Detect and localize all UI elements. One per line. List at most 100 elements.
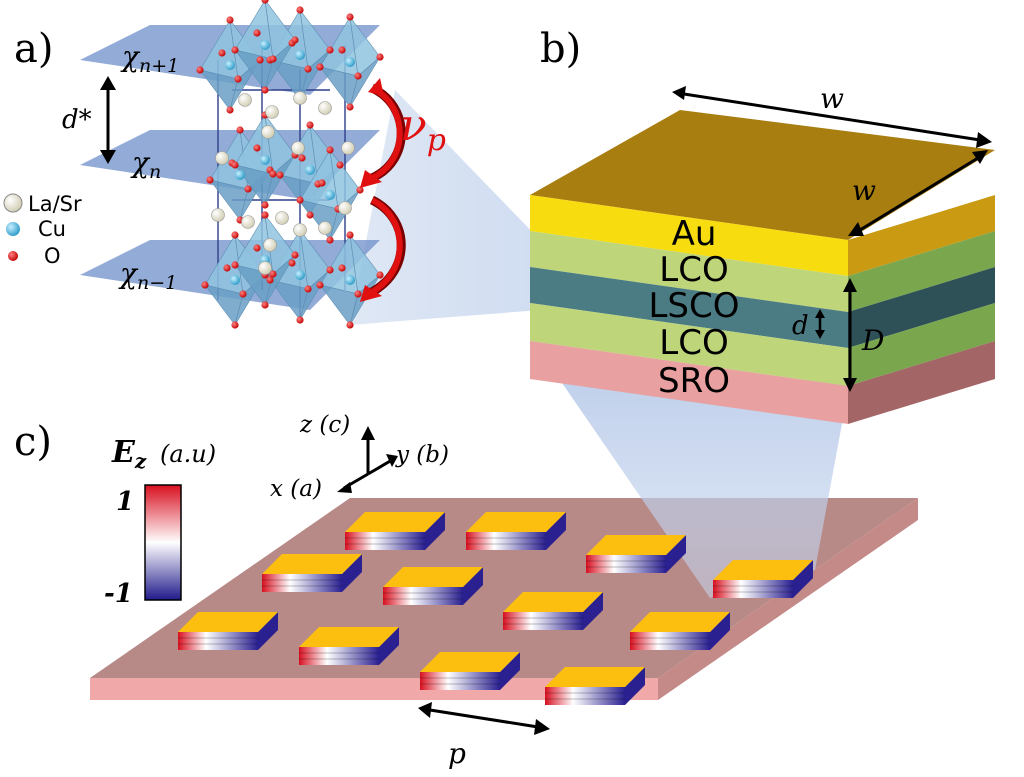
la-sr-legend-label: La/Sr bbox=[28, 192, 82, 216]
la-sr-atom bbox=[318, 101, 332, 115]
oxygen-atom bbox=[231, 231, 239, 239]
copper-atom bbox=[225, 60, 235, 70]
la-sr-atom bbox=[238, 93, 252, 107]
colorbar-units: (a.u) bbox=[160, 440, 216, 468]
oxygen-atom bbox=[346, 231, 354, 239]
pad-side-face bbox=[546, 512, 566, 550]
o-legend-label: O bbox=[44, 244, 61, 268]
oxygen-atom bbox=[338, 264, 346, 272]
oxygen-atom bbox=[346, 103, 354, 111]
thickness-label-lsco: d bbox=[792, 311, 809, 341]
pad-side-face bbox=[625, 667, 645, 705]
axis-x-label: x (a) bbox=[270, 476, 322, 502]
oxygen-atom bbox=[346, 13, 354, 21]
oxygen-atom bbox=[376, 53, 384, 61]
octahedron-face bbox=[349, 56, 381, 108]
stack-top-face bbox=[530, 110, 995, 240]
thickness-arrow-lsco bbox=[815, 309, 825, 339]
chi-n-label: χn bbox=[130, 146, 161, 183]
copper-atom bbox=[295, 50, 305, 60]
pad-top-face bbox=[503, 592, 603, 612]
pad-front-face bbox=[713, 580, 793, 598]
octahedron-face bbox=[264, 39, 296, 91]
octahedron-face bbox=[329, 189, 361, 241]
pad-front-face bbox=[383, 587, 463, 605]
la-sr-atom bbox=[261, 125, 275, 139]
pad-side-face bbox=[342, 554, 362, 592]
oxygen-atom bbox=[261, 301, 269, 309]
oxygen-atom bbox=[231, 321, 239, 329]
period-label: p bbox=[448, 737, 466, 770]
oxygen-atom bbox=[236, 126, 244, 134]
pad-top-face bbox=[713, 560, 813, 580]
copper-atom bbox=[295, 270, 305, 280]
oxygen-atom bbox=[269, 55, 277, 63]
oxygen-atom bbox=[298, 154, 306, 162]
pad-top-face bbox=[545, 667, 645, 687]
la-sr-atom bbox=[258, 261, 272, 275]
pad-side-face bbox=[258, 612, 278, 650]
copper-atom bbox=[260, 155, 270, 165]
pad-side-face bbox=[583, 592, 603, 630]
pad-side-face bbox=[500, 652, 520, 690]
thickness-arrow-total bbox=[843, 278, 857, 392]
oxygen-atom bbox=[316, 281, 324, 289]
la-sr-atom bbox=[241, 215, 255, 229]
oxygen-atom bbox=[316, 63, 324, 71]
oxygen-atom bbox=[291, 251, 299, 259]
stack-layers bbox=[530, 195, 995, 424]
oxygen-atom bbox=[269, 270, 277, 278]
oxygen-atom bbox=[253, 29, 261, 37]
oxygen-atom bbox=[346, 321, 354, 329]
pad-front-face bbox=[586, 555, 666, 573]
la-sr-atom bbox=[293, 91, 307, 105]
pad-side-face bbox=[793, 560, 813, 598]
oxygen-atom bbox=[376, 271, 384, 279]
cu-legend-label: Cu bbox=[38, 217, 66, 241]
oxygen-atom bbox=[226, 16, 234, 24]
oxygen-atom bbox=[218, 49, 226, 57]
oxygen-atom bbox=[231, 261, 239, 269]
oxygen-atom bbox=[306, 211, 314, 219]
oxygen-atom bbox=[326, 46, 334, 54]
pad-side-face bbox=[463, 567, 483, 605]
la-sr-atom bbox=[265, 105, 279, 119]
oxygen-atom bbox=[306, 121, 314, 129]
pad-side-face bbox=[379, 627, 399, 665]
stack-layer-front bbox=[530, 267, 848, 348]
pad-top-face bbox=[345, 512, 445, 532]
copper-atom bbox=[235, 170, 245, 180]
pad-front-face bbox=[630, 632, 710, 650]
pad-front-face bbox=[178, 632, 258, 650]
panel-a-crystal-structure: χn+1 χn χn−1 d* νp La/Sr Cu O bbox=[3, 0, 540, 329]
oxygen-atom bbox=[223, 264, 231, 272]
stack-layer-side bbox=[848, 303, 995, 386]
pad-top-face bbox=[299, 627, 399, 647]
la-sr-atom bbox=[341, 141, 355, 155]
width-label-side: w bbox=[852, 174, 876, 207]
oxygen-atom bbox=[253, 144, 261, 152]
thickness-label-total: D bbox=[861, 324, 884, 357]
oxygen-atom bbox=[253, 244, 261, 252]
width-label-top: w bbox=[820, 82, 844, 115]
stack-layer-front bbox=[530, 341, 848, 424]
oxygen-atom bbox=[326, 266, 334, 274]
pad-front-face bbox=[299, 647, 379, 665]
oxygen-atom bbox=[354, 290, 362, 298]
stack-layer-side bbox=[848, 231, 995, 312]
copper-atom bbox=[345, 275, 355, 285]
axis-z-label: z (c) bbox=[299, 412, 350, 438]
stack-layer-label: LCO bbox=[659, 323, 728, 363]
oxygen-atom bbox=[276, 171, 284, 179]
panel-c-label: c) bbox=[14, 419, 52, 465]
pad-top-face bbox=[586, 535, 686, 555]
oxygen-atom bbox=[261, 201, 269, 209]
stack-layer-front bbox=[530, 303, 848, 386]
oxygen-atom bbox=[326, 236, 334, 244]
oxygen-atom bbox=[206, 176, 214, 184]
stack-layer-label: Au bbox=[672, 214, 717, 254]
pad-front-face bbox=[262, 574, 342, 592]
oxygen-atom bbox=[261, 86, 269, 94]
oxygen-atom bbox=[234, 75, 242, 83]
stack-layer-label: SRO bbox=[658, 361, 730, 401]
